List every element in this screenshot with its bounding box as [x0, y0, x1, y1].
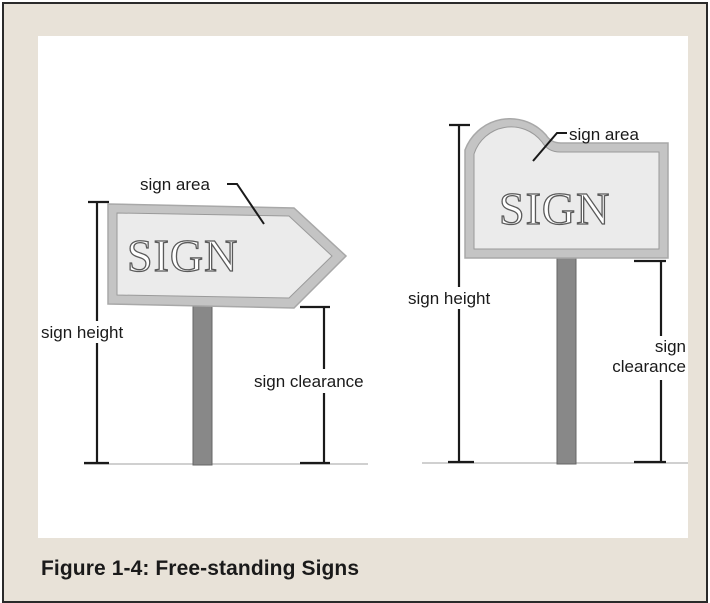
left-sign: SIGN sign area sign height sign clearanc…: [38, 175, 390, 466]
left-clearance-label-bg: [250, 369, 390, 393]
right-sign-area-leader: [532, 132, 567, 162]
right-clearance-label-line2: clearance: [612, 357, 686, 376]
left-sign-area-label: sign area: [140, 175, 210, 194]
free-standing-signs-diagram: SIGN sign area sign height sign clearanc…: [38, 118, 688, 466]
left-clearance-label: sign clearance: [254, 372, 364, 391]
left-height-label-bg: [38, 321, 140, 343]
right-height-label-bg: [404, 287, 508, 309]
right-sign-word: SIGN: [499, 183, 610, 234]
figure-caption: Figure 1-4: Free-standing Signs: [41, 557, 360, 580]
left-sign-area-leader: [227, 183, 265, 225]
right-clearance-label-line1: sign: [655, 337, 686, 356]
left-sign-panel-face: [116, 212, 333, 299]
left-sign-pole: [192, 303, 213, 466]
right-sign: SIGN sign area sign height sign clearanc…: [404, 118, 688, 465]
right-height-label: sign height: [408, 289, 491, 308]
right-sign-pole: [556, 257, 577, 465]
diagram-area: SIGN sign area sign height sign clearanc…: [38, 36, 688, 538]
left-height-label: sign height: [41, 323, 124, 342]
right-clearance-label-bg: [625, 336, 688, 380]
right-sign-panel-face: [473, 126, 660, 250]
left-sign-word: SIGN: [127, 230, 238, 281]
right-sign-area-label: sign area: [569, 125, 639, 144]
